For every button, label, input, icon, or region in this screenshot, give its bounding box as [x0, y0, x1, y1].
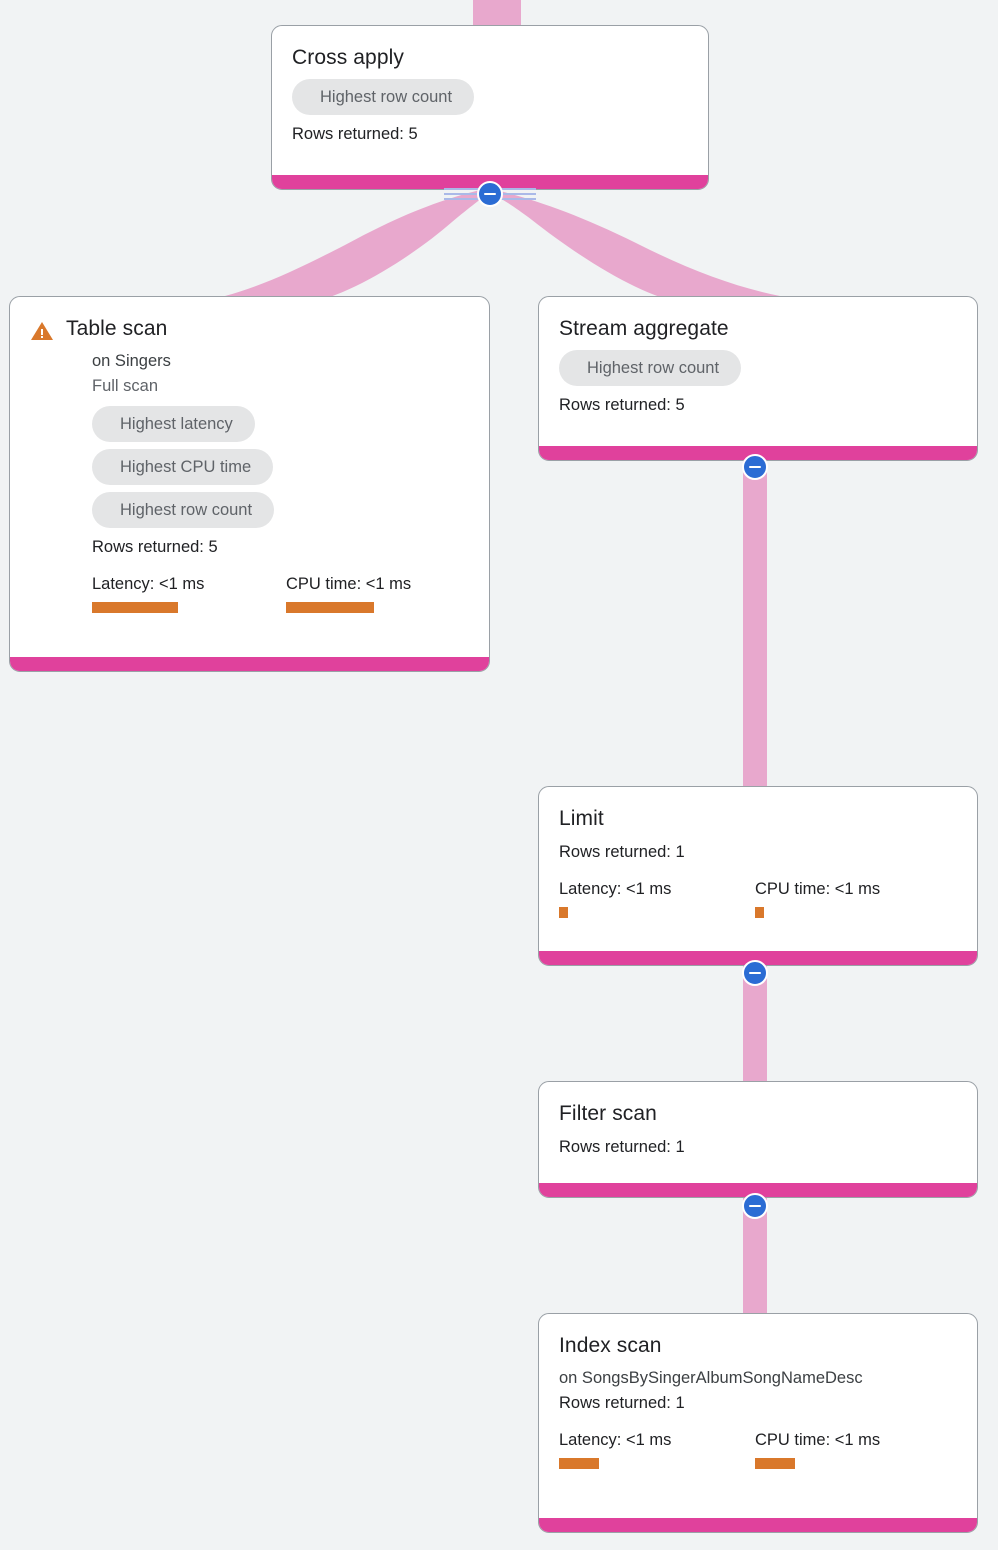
metric-latency: Latency: <1 ms [559, 1429, 755, 1469]
chip-highest-latency: Highest latency [92, 406, 255, 442]
rows-returned: Rows returned: 5 [92, 538, 218, 556]
node-stream-aggregate-header: Stream aggregate [559, 315, 957, 343]
node-accent-bar [539, 1183, 977, 1197]
node-accent-bar [539, 951, 977, 965]
node-filter-scan-body: Filter scan Rows returned: 1 [539, 1082, 977, 1175]
scan-type: Full scan [92, 377, 159, 395]
edge-into-cross-apply [473, 0, 521, 28]
node-title: Index scan [559, 1334, 662, 1357]
metric-cpu-time: CPU time: <1 ms [755, 878, 880, 918]
metric-latency-label: Latency: <1 ms [559, 1431, 672, 1449]
metric-cpu-time-bar [755, 907, 764, 918]
node-accent-bar [10, 657, 489, 671]
collapse-button-filter-scan[interactable] [742, 1193, 768, 1219]
node-limit-metrics: Latency: <1 ms CPU time: <1 ms [559, 878, 957, 918]
node-cross-apply[interactable]: Cross apply Highest row count Rows retur… [271, 25, 709, 190]
node-limit-body: Limit Rows returned: 1 Latency: <1 ms CP… [539, 787, 977, 934]
node-index-scan-metrics: Latency: <1 ms CPU time: <1 ms [559, 1429, 957, 1469]
node-table-scan-metrics: Latency: <1 ms CPU time: <1 ms [92, 573, 469, 613]
node-table-scan-chips: Highest latency Highest CPU time Highest… [92, 406, 469, 528]
metric-cpu-time: CPU time: <1 ms [755, 1429, 880, 1469]
metric-latency-label: Latency: <1 ms [559, 880, 672, 898]
metric-latency-bar [559, 907, 568, 918]
collapse-button-cross-apply[interactable] [477, 181, 503, 207]
node-cross-apply-chips: Highest row count [292, 79, 688, 115]
metric-cpu-time-label: CPU time: <1 ms [755, 880, 881, 898]
node-table-scan-details: on Singers Full scan Highest latency Hig… [30, 349, 469, 613]
metric-cpu-time-label: CPU time: <1 ms [286, 575, 412, 593]
node-index-scan-header: Index scan [559, 1332, 957, 1360]
edge-cross-apply-to-stream-aggregate [489, 190, 780, 297]
node-stream-aggregate-chips: Highest row count [559, 350, 957, 386]
rows-returned: Rows returned: 1 [559, 1138, 685, 1156]
rows-returned: Rows returned: 5 [292, 125, 418, 143]
edge-cross-apply-to-table-scan [225, 190, 489, 297]
node-stream-aggregate-body: Stream aggregate Highest row count Rows … [539, 297, 977, 433]
node-table-scan[interactable]: Table scan on Singers Full scan Highest … [9, 296, 490, 672]
node-table-scan-body: Table scan on Singers Full scan Highest … [10, 297, 489, 629]
node-index-scan[interactable]: Index scan on SongsBySingerAlbumSongName… [538, 1313, 978, 1533]
metric-cpu-time-bar [755, 1458, 795, 1469]
node-filter-scan-header: Filter scan [559, 1100, 957, 1128]
node-title: Stream aggregate [559, 317, 729, 340]
edge-stream-aggregate-to-limit [743, 458, 767, 790]
node-limit[interactable]: Limit Rows returned: 1 Latency: <1 ms CP… [538, 786, 978, 966]
node-title: Cross apply [292, 46, 404, 69]
node-accent-bar [539, 1518, 977, 1532]
node-cross-apply-body: Cross apply Highest row count Rows retur… [272, 26, 708, 162]
chip-highest-row-count: Highest row count [92, 492, 275, 528]
rows-returned: Rows returned: 1 [559, 1394, 685, 1412]
metric-cpu-time: CPU time: <1 ms [286, 573, 411, 613]
node-filter-scan[interactable]: Filter scan Rows returned: 1 [538, 1081, 978, 1198]
node-limit-header: Limit [559, 805, 957, 833]
metric-cpu-time-label: CPU time: <1 ms [755, 1431, 881, 1449]
collapse-button-stream-aggregate[interactable] [742, 454, 768, 480]
metric-latency-bar [559, 1458, 599, 1469]
metric-latency-label: Latency: <1 ms [92, 575, 205, 593]
chip-highest-row-count: Highest row count [559, 350, 742, 386]
collapse-button-limit[interactable] [742, 960, 768, 986]
metric-latency: Latency: <1 ms [559, 878, 755, 918]
chip-highest-cpu-time: Highest CPU time [92, 449, 274, 485]
metric-latency-bar [92, 602, 178, 613]
node-stream-aggregate[interactable]: Stream aggregate Highest row count Rows … [538, 296, 978, 461]
node-table-scan-header: Table scan [30, 315, 469, 343]
chip-highest-row-count: Highest row count [292, 79, 475, 115]
node-index-scan-body: Index scan on SongsBySingerAlbumSongName… [539, 1314, 977, 1485]
rows-returned: Rows returned: 5 [559, 396, 685, 414]
warning-triangle-icon [31, 322, 53, 340]
metric-cpu-time-bar [286, 602, 374, 613]
node-accent-bar [539, 446, 977, 460]
scan-target: on Singers [92, 352, 171, 370]
scan-target: on SongsBySingerAlbumSongNameDesc [559, 1369, 863, 1387]
metric-latency: Latency: <1 ms [92, 573, 286, 613]
node-title: Table scan [66, 317, 168, 340]
node-title: Limit [559, 807, 604, 830]
rows-returned: Rows returned: 1 [559, 843, 685, 861]
node-title: Filter scan [559, 1102, 657, 1125]
node-cross-apply-header: Cross apply [292, 44, 688, 72]
